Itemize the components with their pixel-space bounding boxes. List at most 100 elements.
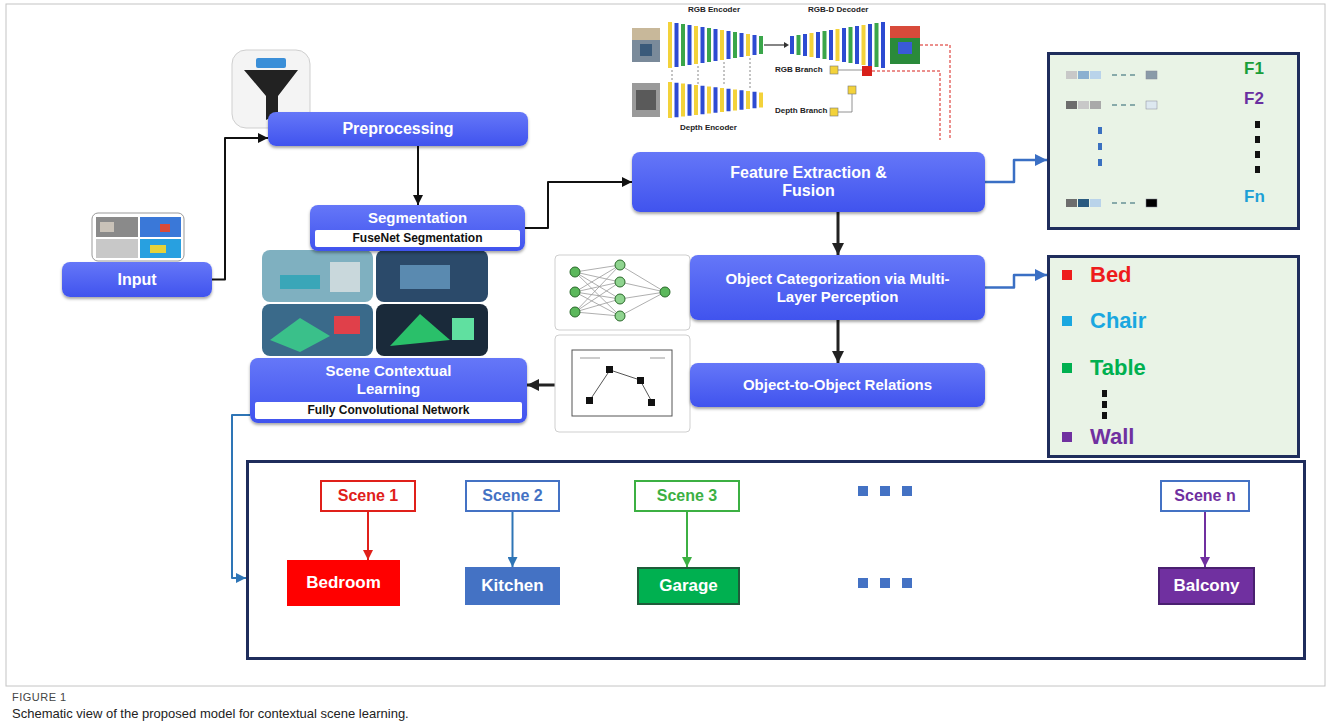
scene-box: Scene n <box>1160 480 1250 512</box>
drawn-rect <box>1098 143 1102 150</box>
connector <box>417 146 419 205</box>
drawn-rect <box>1066 101 1077 109</box>
drawn-rect <box>1121 74 1126 76</box>
scene-class-box: Balcony <box>1158 567 1255 605</box>
drawn-rect <box>330 262 360 292</box>
drawn-rect <box>1078 101 1089 109</box>
connector <box>212 138 268 280</box>
drawn-circle <box>615 294 625 304</box>
drawn-rect <box>810 33 814 57</box>
drawn-rect <box>1062 316 1072 326</box>
drawn-rect <box>1098 127 1102 134</box>
drawn-rect <box>746 91 750 109</box>
process-box: SegmentationFuseNet Segmentation <box>310 205 525 251</box>
drawn-circle <box>570 287 580 297</box>
drawn-rect <box>862 25 866 65</box>
node-label: Fn <box>1244 187 1265 207</box>
drawn-rect <box>280 275 320 289</box>
drawn-rect <box>1130 74 1135 76</box>
drawn-rect <box>898 42 912 54</box>
drawn-rect <box>858 486 868 496</box>
drawn-polygon <box>390 314 450 346</box>
drawn-rect <box>740 33 744 57</box>
drawn-rect <box>902 486 912 496</box>
drawn-rect <box>140 239 181 258</box>
drawn-rect <box>1112 74 1117 76</box>
drawn-rect <box>1090 199 1101 207</box>
node-label: F2 <box>1244 89 1264 109</box>
drawn-rect <box>100 222 114 232</box>
scene-group: Scene 1BedroomScene 2KitchenScene 3Garag… <box>246 460 1306 660</box>
process-box: Input <box>62 262 212 297</box>
drawn-rect <box>1066 199 1077 207</box>
scene-box: Scene 3 <box>634 480 740 512</box>
drawn-circle <box>570 307 580 317</box>
node-label: Feature Extraction & Fusion <box>726 164 891 200</box>
process-title: Segmentation <box>368 209 467 227</box>
drawn-rect <box>727 31 731 59</box>
drawn-rect <box>606 366 613 373</box>
process-box: Preprocessing <box>268 112 528 146</box>
connector <box>525 182 632 228</box>
drawn-line <box>764 44 784 45</box>
feature-panel: F1F2Fn <box>1047 52 1300 230</box>
drawn-rect <box>681 84 685 117</box>
drawn-line <box>575 265 620 272</box>
drawn-rect <box>1102 412 1107 419</box>
drawn-g <box>570 260 670 321</box>
drawn-circle <box>615 311 625 321</box>
connector <box>985 160 1047 182</box>
scene-class-box: Garage <box>637 567 740 605</box>
drawn-rect <box>797 35 801 55</box>
drawn-rect <box>668 22 672 68</box>
network-label: RGB-D Decoder <box>808 5 868 15</box>
figure-caption: Schematic view of the proposed model for… <box>12 706 409 721</box>
drawn-rect <box>637 377 644 384</box>
drawn-rect <box>675 23 679 67</box>
drawn-rect <box>586 397 593 404</box>
node-label: Table <box>1090 355 1146 380</box>
drawn-circle <box>660 287 670 297</box>
drawn-rect <box>1062 432 1072 442</box>
drawn-rect <box>753 92 757 109</box>
drawn-rect <box>720 88 724 112</box>
drawn-rect <box>1255 166 1260 173</box>
drawn-line <box>852 94 853 112</box>
process-box: Object-to-Object Relations <box>690 363 985 407</box>
drawn-rect <box>890 26 920 64</box>
drawn-circle <box>615 277 625 287</box>
drawn-line <box>838 112 852 113</box>
drawn-rect <box>6 4 1325 686</box>
drawn-polyline <box>920 45 950 140</box>
network-label: RGB Branch <box>775 65 823 75</box>
drawn-rect <box>902 578 912 588</box>
drawn-rect <box>836 29 840 61</box>
drawn-rect <box>688 84 692 116</box>
drawn-rect <box>1130 104 1135 106</box>
drawn-rect <box>376 304 488 356</box>
drawn-rect <box>632 83 660 117</box>
node-label: Object-to-Object Relations <box>743 376 932 394</box>
drawn-circle <box>615 260 625 270</box>
node-label: Wall <box>1090 424 1134 449</box>
drawn-rect <box>150 245 166 253</box>
drawn-rect <box>632 28 660 40</box>
drawn-line <box>750 58 751 88</box>
drawn-line <box>650 358 665 359</box>
drawn-rect <box>636 90 656 110</box>
drawn-rect <box>1090 101 1101 109</box>
drawn-line <box>724 62 725 86</box>
drawn-rect <box>1255 121 1260 128</box>
drawn-rect <box>830 108 838 116</box>
drawn-rect <box>400 265 450 289</box>
node-label: Scene n <box>1174 487 1235 505</box>
drawn-rect <box>701 27 705 63</box>
drawn-rect <box>890 26 920 38</box>
node-label: Bed <box>1090 262 1132 287</box>
node-label: F1 <box>1244 59 1264 79</box>
drawn-rect <box>714 29 718 61</box>
node-label: Object Categorization via Multi-Layer Pe… <box>723 270 953 306</box>
drawn-rect <box>648 399 655 406</box>
drawn-rect <box>701 86 705 115</box>
